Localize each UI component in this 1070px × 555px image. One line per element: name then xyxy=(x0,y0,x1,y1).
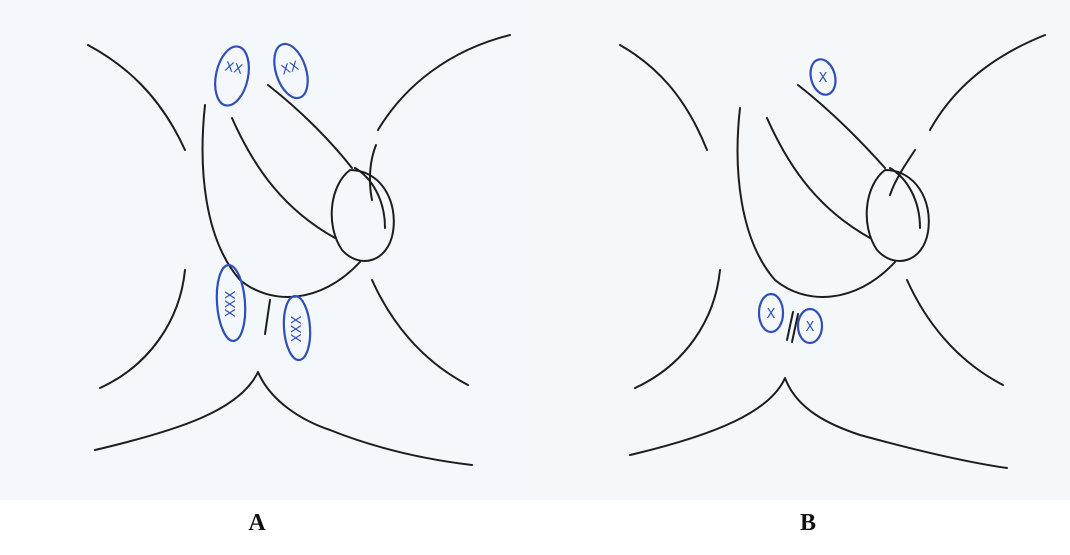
caption-a: A xyxy=(217,510,297,537)
marker-lower-left: XXX xyxy=(214,264,247,342)
marker-label: XXX xyxy=(290,316,305,343)
marker-label: X xyxy=(819,71,828,86)
perineal-line xyxy=(265,300,270,334)
left-leg-line xyxy=(100,270,185,388)
left-thigh-line xyxy=(88,45,185,150)
right-thigh-short-line xyxy=(370,145,376,200)
glans-inner xyxy=(890,168,920,228)
right-thigh-short-line xyxy=(890,150,915,195)
diagram-a-drawing: XX XX XXX XXX xyxy=(0,0,535,500)
marker-label: XX xyxy=(279,59,301,79)
diagram-panel-a: XX XX XXX XXX xyxy=(0,0,535,500)
perineal-line-1 xyxy=(787,312,793,340)
penis-shaft-lower xyxy=(232,118,335,238)
right-thigh-line xyxy=(378,35,510,130)
marker-label: X xyxy=(767,307,776,322)
right-leg-line xyxy=(907,280,1003,385)
scrotum-outline xyxy=(738,108,895,297)
scrotum-outline xyxy=(203,105,360,297)
right-leg-line xyxy=(372,280,468,385)
buttock-line xyxy=(95,372,472,465)
left-leg-line xyxy=(635,270,720,388)
marker-lower-right: XXX xyxy=(282,295,312,361)
marker-lower-left: X xyxy=(759,294,783,332)
penis-shaft-upper xyxy=(798,85,885,168)
marker-label: X xyxy=(806,320,815,335)
marker-upper: X xyxy=(807,57,839,98)
marker-label: XXX xyxy=(224,291,239,318)
marker-upper-right: XX xyxy=(268,40,314,103)
buttock-line xyxy=(630,378,1007,468)
marker-label: XX xyxy=(223,59,244,77)
caption-b: B xyxy=(768,510,848,537)
left-thigh-line xyxy=(620,45,707,150)
penis-shaft-upper xyxy=(268,85,352,168)
right-thigh-line xyxy=(930,35,1045,130)
diagram-panel-b: X X X xyxy=(535,0,1070,500)
marker-lower-right: X xyxy=(798,309,822,343)
marker-upper-left: XX xyxy=(210,43,254,108)
diagram-b-drawing: X X X xyxy=(535,0,1070,500)
